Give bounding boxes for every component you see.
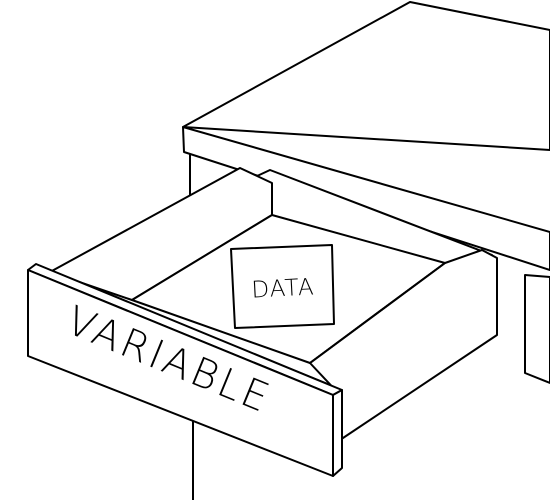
data-card-label: DATA bbox=[251, 274, 316, 303]
drawer-right-wall-inner-edge bbox=[309, 262, 446, 364]
desk-right-cabinet bbox=[524, 274, 550, 384]
drawer-front-side-edge bbox=[332, 389, 343, 477]
data-card: DATA bbox=[230, 244, 335, 329]
drawer: DATA VARIABLE bbox=[27, 167, 498, 477]
drawer-back-wall bbox=[49, 167, 273, 301]
data-card-paper bbox=[230, 244, 335, 329]
drawer-front-panel bbox=[27, 269, 334, 477]
desk-top-surface bbox=[182, 1, 550, 151]
drawer-right-wall bbox=[309, 249, 498, 441]
desk-top-edge bbox=[182, 126, 550, 271]
